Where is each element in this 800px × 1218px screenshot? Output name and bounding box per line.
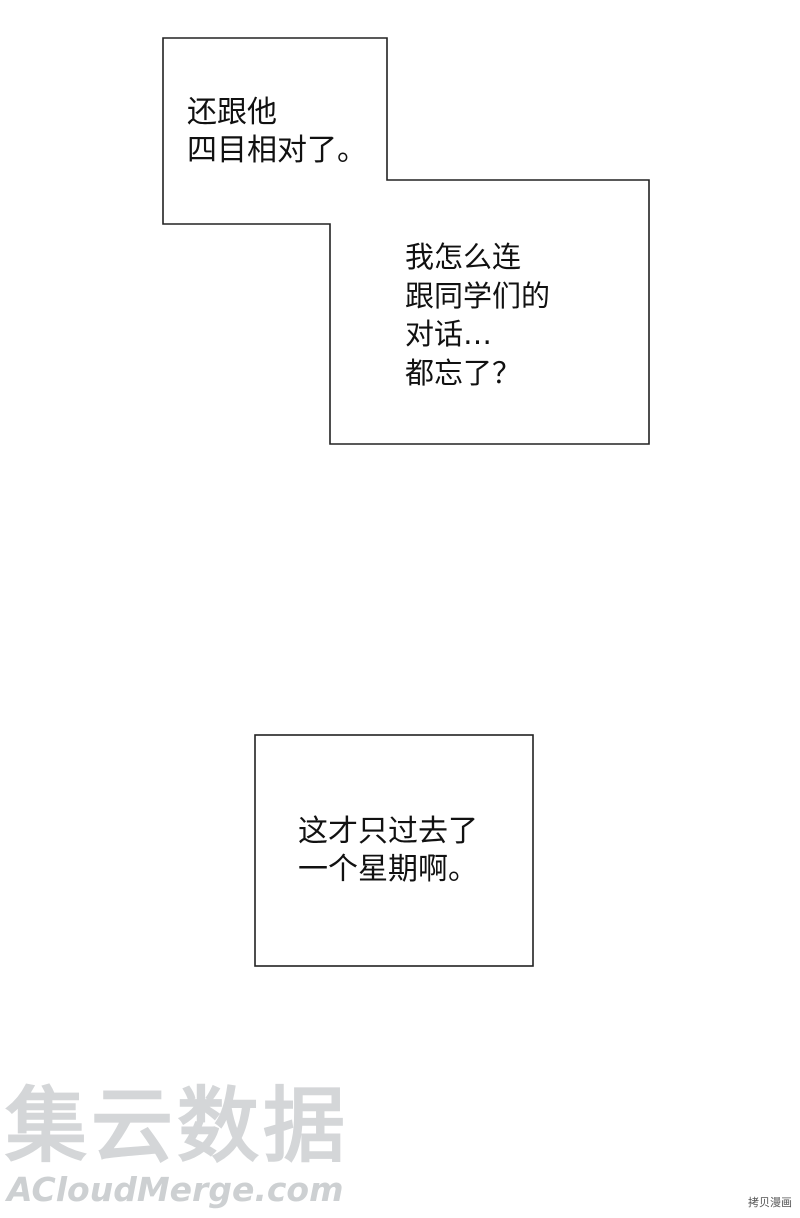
caption-1-line-1: 还跟他 — [187, 95, 277, 130]
caption-3-line-1: 这才只过去了 — [298, 814, 478, 849]
watermark: 集云数据 ACloudMerge.com — [5, 1082, 385, 1212]
caption-3-text: 这才只过去了 一个星期啊。 — [298, 813, 478, 889]
caption-3-line-2: 一个星期啊。 — [298, 852, 478, 887]
caption-2-line-3: 对话… — [405, 317, 493, 351]
corner-watermark: 拷贝漫画 — [748, 1196, 792, 1209]
caption-1-line-2: 四目相对了。 — [187, 133, 367, 168]
caption-box-1-2-outline — [162, 37, 650, 445]
caption-2-text: 我怎么连 跟同学们的 对话… 都忘了？ — [405, 238, 550, 392]
caption-1-text: 还跟他 四目相对了。 — [187, 94, 367, 170]
caption-box-3 — [254, 734, 534, 967]
watermark-chinese: 集云数据 — [5, 1079, 350, 1174]
caption-2-line-1: 我怎么连 — [405, 240, 522, 274]
caption-2-line-4: 都忘了？ — [405, 355, 522, 390]
watermark-english: ACloudMerge.com — [7, 1170, 344, 1209]
caption-2-line-2: 跟同学们的 — [405, 278, 551, 313]
